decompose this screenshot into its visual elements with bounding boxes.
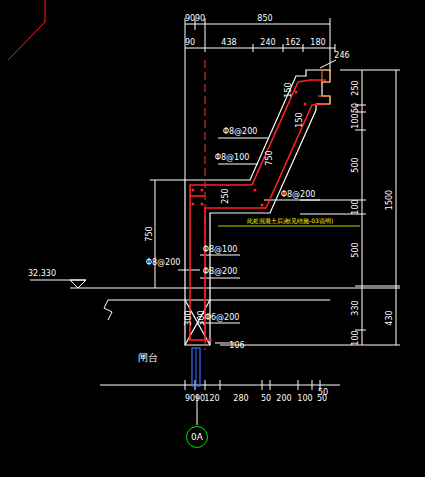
dimension-text: 90 — [185, 15, 195, 23]
rebar-label: Φ8@200 — [203, 268, 238, 276]
dimension-text: 750 — [266, 150, 274, 165]
dimension-text: 90 — [185, 395, 195, 403]
dimension-text: 90 — [195, 15, 205, 23]
rebar-label: Φ8@200 — [223, 128, 258, 136]
dimension-text: 100 — [297, 395, 312, 403]
dimension-text: 250 — [352, 80, 360, 95]
dimension-text: 150 — [296, 112, 304, 127]
dimension-text: 750 — [146, 226, 154, 241]
dimension-text: 90 — [185, 39, 195, 47]
dimension-text: 500 — [352, 242, 360, 257]
dimension-text: 240 — [260, 39, 275, 47]
dimension-text: 250 — [222, 188, 230, 203]
dimension-text: 闸台 — [138, 353, 158, 363]
dimension-text: 32.330 — [28, 270, 56, 278]
dimension-text: 300 — [185, 310, 193, 325]
dimension-text: 180 — [310, 39, 325, 47]
dimension-text: 246 — [334, 52, 349, 60]
dimension-text: 100 — [352, 330, 360, 345]
dimension-text: 200 — [276, 395, 291, 403]
dimension-text: 106 — [229, 342, 244, 350]
rebar-label: Φ8@200 — [146, 259, 181, 267]
dimension-text: 此处混凝土后浇(见结施-03说明) — [247, 218, 333, 224]
dimension-text: 430 — [386, 310, 394, 325]
dimension-text: 1500 — [386, 190, 394, 210]
dimension-text: 50 — [318, 389, 328, 397]
dimension-text: 50 — [261, 395, 271, 403]
dimension-text: 500 — [352, 157, 360, 172]
rebar-label: Φ6@200 — [205, 314, 240, 322]
dimension-text: 120 — [204, 395, 219, 403]
rebar-label: Φ8@100 — [215, 154, 250, 162]
dimension-text: 90 — [195, 395, 205, 403]
dimension-text: 162 — [285, 39, 300, 47]
dimension-text: 100 — [352, 199, 360, 214]
rebar-label: Φ8@100 — [203, 246, 238, 254]
dimension-text: 150 — [285, 82, 293, 97]
dimension-text: 50 — [352, 103, 360, 113]
dimension-text: 100 — [352, 113, 360, 128]
rebar-label: Φ8@200 — [281, 191, 316, 199]
dimension-text: 850 — [257, 15, 272, 23]
dimension-text: 280 — [233, 395, 248, 403]
axis-label: 0A — [191, 432, 203, 442]
axis-bubble: 0A — [186, 426, 208, 448]
dimension-text: 438 — [221, 39, 236, 47]
dimension-text: 330 — [352, 300, 360, 315]
